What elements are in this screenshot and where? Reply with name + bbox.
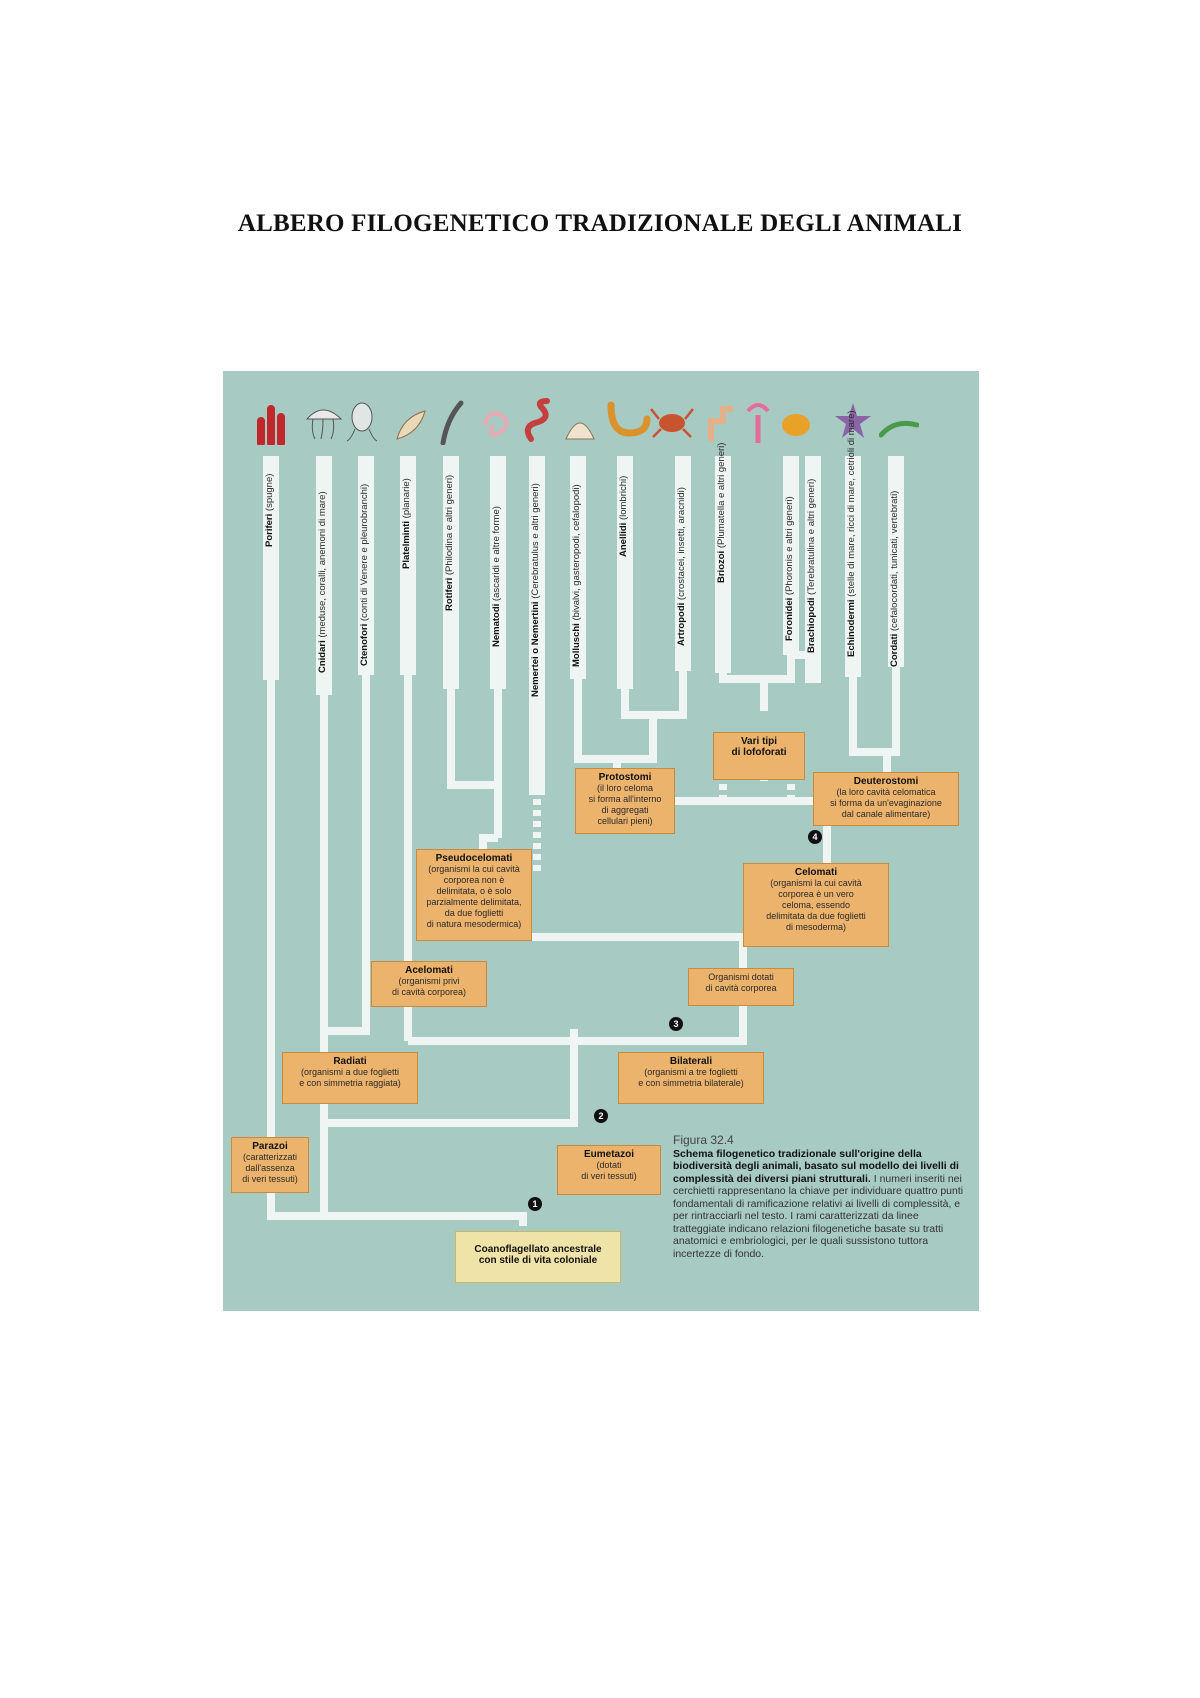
taxon-label: Platelminti (planarie) — [401, 478, 412, 569]
crab-icon — [650, 408, 694, 438]
box-acelomati: Acelomati (organismi privi di cavità cor… — [371, 961, 487, 1007]
rotifer-icon — [440, 400, 464, 445]
caption-body: I numeri inseriti nei cerchietti rappres… — [673, 1172, 964, 1260]
taxon-label: Brachiopodi (Terebratulina e altri gener… — [806, 478, 817, 653]
taxon-label: Anellidi (lombrichi) — [618, 475, 629, 557]
bryozoan-icon — [708, 406, 733, 441]
vertebrate-icon — [879, 420, 919, 438]
flatworm-icon — [396, 410, 426, 440]
taxon-label: Molluschi (bivalvi, gasteropodi, cefalop… — [571, 484, 582, 667]
box-eumetazoi: Eumetazoi (dotati di veri tessuti) — [557, 1145, 661, 1195]
box-parazoi: Parazoi (caratterizzati dall'assenza di … — [231, 1137, 309, 1193]
page-title: ALBERO FILOGENETICO TRADIZIONALE DEGLI A… — [237, 210, 963, 237]
box-ancestral-choanoflagellate: Coanoflagellato ancestrale con stile di … — [455, 1231, 621, 1283]
taxon-label: Briozoi (Plumatella e altri generi) — [716, 442, 727, 583]
branch-radiati — [324, 1029, 578, 1127]
taxon-label: Nematodi (ascaridi e altre forme) — [491, 506, 502, 647]
taxon-label: Cordati (cefalocordati, tunicati, verteb… — [889, 490, 900, 667]
branch-eumetazoi — [320, 1123, 523, 1220]
taxon-label: Cnidari (meduse, coralli, anemoni di mar… — [317, 491, 328, 673]
starfish-icon — [835, 403, 871, 438]
nemertean-icon — [524, 398, 550, 442]
taxon-label: Rotiferi (Philodina e altri generi) — [444, 474, 455, 611]
box-bilaterali: Bilaterali (organismi a tre foglietti e … — [618, 1052, 764, 1104]
caption-title: Schema filogenetico tradizionale sull'or… — [673, 1147, 959, 1185]
taxon-label: Nemertei o Nemertini (Cerebratulus e alt… — [530, 483, 541, 697]
taxon-label: Foronidei (Phoronis e altri generi) — [784, 496, 795, 641]
mollusc-shell-icon — [565, 422, 595, 440]
taxon-label: Ctenofori (conti di Venere e pleurobranc… — [359, 483, 370, 666]
earthworm-icon — [607, 401, 651, 437]
sponge-icon — [257, 405, 285, 445]
figure-number: Figura 32.4 — [673, 1133, 734, 1147]
jellyfish-icon — [305, 409, 343, 440]
branch-marker-4: 4 — [808, 830, 822, 844]
figure-caption: Figura 32.4 Schema filogenetico tradizio… — [673, 1134, 973, 1260]
comb-jelly-icon — [346, 402, 378, 442]
brachiopod-icon — [782, 414, 810, 436]
box-protostomi: Protostomi (il loro celoma si forma all'… — [575, 768, 675, 834]
taxon-label: Echinodermi (stelle di mare, ricci di ma… — [846, 410, 857, 657]
box-celomati: Celomati (organismi la cui cavità corpor… — [743, 863, 889, 947]
box-deuterostomi: Deuterostomi (la loro cavità celomatica … — [813, 772, 959, 826]
branch-marker-3: 3 — [669, 1017, 683, 1031]
box-radiati: Radiati (organismi a due foglietti e con… — [282, 1052, 418, 1104]
box-lofoforati: Vari tipi di lofoforati — [713, 732, 805, 780]
taxon-label: Artropodi (crostacei, insetti, aracnidi) — [676, 487, 687, 646]
box-pseudocelomati: Pseudocelomati (organismi la cui cavità … — [416, 849, 532, 941]
phylogenetic-tree-figure: Poriferi (spugne) Cnidari (meduse, coral… — [223, 371, 979, 1311]
branch-marker-2: 2 — [594, 1109, 608, 1123]
branch-marker-1: 1 — [528, 1197, 542, 1211]
taxon-label: Poriferi (spugne) — [264, 473, 275, 547]
box-cavita-corporea: Organismi dotati di cavità corporea — [688, 968, 794, 1006]
phoronid-icon — [746, 403, 770, 443]
nematode-icon — [483, 411, 509, 437]
